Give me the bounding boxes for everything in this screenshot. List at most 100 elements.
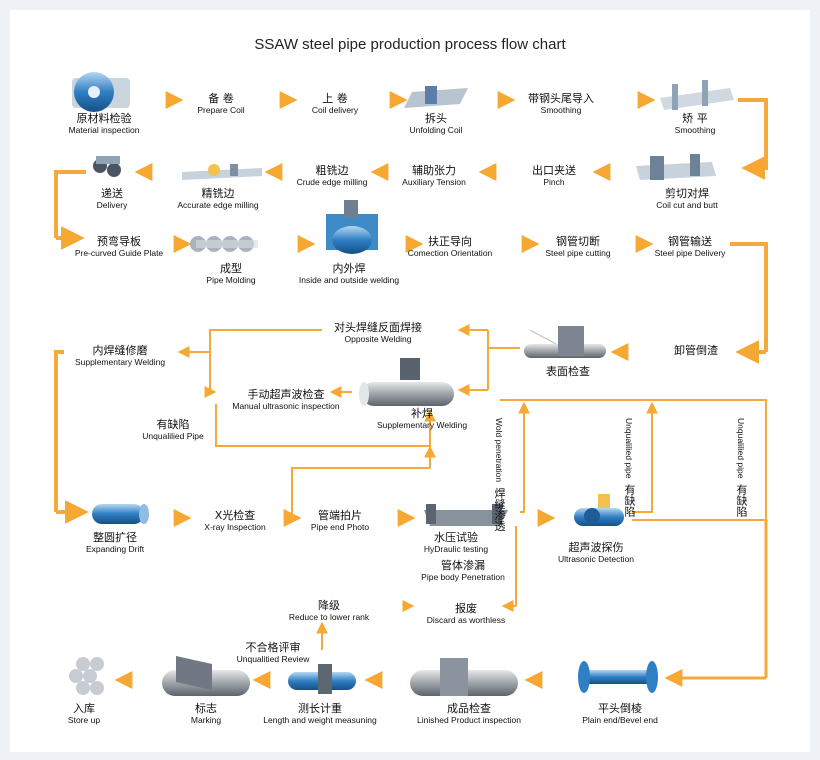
step-defect-mid: Unqualilied pipe 有缺陷 <box>620 418 639 517</box>
step-coil-delivery: 上 卷 Coil delivery <box>297 92 373 115</box>
step-supplementary-welding-left: 内焊缝修磨 Supplementary Welding <box>64 344 176 367</box>
step-en: Pipe Molding <box>206 274 256 285</box>
step-pre-curved: 预弯导板 Pre-curved Guide Plate <box>64 235 174 258</box>
step-pipe-end-photo: 管端拍片 Pipe end Photo <box>300 509 380 532</box>
step-reduce-lower-rank: 降级 Reduce to lower rank <box>274 599 384 622</box>
step-en: Marking <box>190 714 222 725</box>
step-correction-orientation: 扶正导向 Comection Orientation <box>398 235 502 258</box>
welding-machine-icon <box>326 200 378 254</box>
step-en: Linished Product inspection <box>417 714 521 725</box>
step-cn: 上 卷 <box>322 92 348 105</box>
step-marking: 标志 Marking <box>176 702 236 725</box>
step-cn: 降级 <box>318 599 340 612</box>
main-flow-left-2 <box>54 350 64 512</box>
step-length-weight: 测长计重 Length and weight measuning <box>252 702 388 725</box>
step-cn: 管端拍片 <box>318 509 362 522</box>
step-unqualified-pipe: 有缺陷 Unqualilied Pipe <box>130 418 216 441</box>
step-en: Discard as worthless <box>426 614 506 625</box>
step-cn: 报废 <box>455 602 477 615</box>
edge-milling-icon <box>182 164 262 180</box>
step-en: Delivery <box>96 199 128 210</box>
step-cn: 对头焊缝反面焊接 <box>334 321 422 334</box>
main-flow-right-1b <box>741 150 768 180</box>
step-en: Plain end/Bevel end <box>582 714 658 725</box>
step-material-inspection: 原材料检验 Material inspection <box>52 112 156 135</box>
step-en: Unqualilied pipe <box>736 418 746 479</box>
step-en: Accurate edge milling <box>177 199 259 210</box>
bevel-end-icon <box>578 661 658 693</box>
step-prepare-coil: 备 卷 Prepare Coil <box>183 92 259 115</box>
step-expanding-drift: 整圆扩径 Expanding Drift <box>74 531 156 554</box>
step-cn: 手动超声波检查 <box>247 388 325 401</box>
step-ultrasonic-detection: 超声波探伤 Ultrasonic Detection <box>544 541 648 564</box>
step-en: Unqualilied Pipe <box>142 430 204 441</box>
step-unqualified-review: 不合格评审 Unqualitied Review <box>224 641 322 664</box>
step-en: Supplementary Welding <box>376 419 468 430</box>
step-en: Comection Orientation <box>407 247 493 258</box>
step-cn: 成品检查 <box>447 702 491 715</box>
step-cn: 有缺陷 <box>735 483 748 517</box>
step-cn: 备 卷 <box>208 92 234 105</box>
step-cn: 剪切对焊 <box>665 187 709 200</box>
step-smoothing-head: 带钢头尾导入 Smoothing <box>514 92 608 115</box>
smoothing-icon <box>660 80 734 110</box>
step-cn: 辅助张力 <box>412 164 456 177</box>
step-store-up: 入库 Store up <box>58 702 110 725</box>
step-cn: 钢管输送 <box>668 235 712 248</box>
loop-ut-defect <box>632 414 653 513</box>
step-cn: 管体渗漏 <box>441 559 485 572</box>
step-en: Supplementary Welding <box>74 356 166 367</box>
step-cn: 有缺陷 <box>156 418 190 431</box>
step-en: Inside and outside welding <box>298 274 400 285</box>
step-cn: 钢管切断 <box>556 235 600 248</box>
hydraulic-testing-icon <box>424 504 508 526</box>
main-flow-left-1 <box>54 170 86 238</box>
delivery-icon <box>93 156 121 177</box>
step-en: Wold penetration <box>494 418 504 483</box>
step-surface-inspection: 表面检查 <box>536 365 600 379</box>
step-cn: 整圆扩径 <box>93 531 137 544</box>
step-delivery: 递送 Delivery <box>84 187 140 210</box>
step-smoothing: 矫 平 Smoothing <box>660 112 730 135</box>
step-opposite-welding: 对头焊缝反面焊接 Opposite Welding <box>322 321 434 344</box>
step-en: Expanding Drift <box>85 543 145 554</box>
store-up-icon <box>69 657 104 695</box>
unfolding-coil-icon <box>404 86 468 108</box>
step-en: Length and weight measuning <box>263 714 377 725</box>
step-en: Pipe end Photo <box>310 521 370 532</box>
step-auxiliary-tension: 辅助张力 Auxiliary Tension <box>392 164 476 187</box>
step-en: Unqualitied Review <box>236 653 310 664</box>
step-en: Store up <box>67 714 101 725</box>
step-cn: 测长计重 <box>298 702 342 715</box>
step-cn: 卸管倒渣 <box>674 344 718 357</box>
loop-opposite-left <box>209 329 322 352</box>
loop-surface <box>487 330 520 349</box>
step-cn: 拆头 <box>425 112 447 125</box>
step-cn: 焊缝渗透 <box>493 487 506 532</box>
expanding-drift-icon <box>92 504 149 524</box>
step-cn: 有缺陷 <box>623 483 636 517</box>
length-weight-icon <box>288 664 356 694</box>
step-manual-ut: 手动超声波检查 Manual ultrasonic inspection <box>220 388 352 411</box>
chart-title: SSAW steel pipe production process flow … <box>254 36 566 53</box>
finished-inspection-icon <box>410 658 518 696</box>
step-en: X-ray Inspection <box>204 521 266 532</box>
material-coil-icon <box>72 72 130 112</box>
step-en: Coil cut and butt <box>656 199 718 210</box>
step-en: Pinch <box>543 176 565 187</box>
step-cn: 超声波探伤 <box>568 541 624 554</box>
step-en: Smoothing <box>674 124 716 135</box>
step-en: Steel pipe Delivery <box>654 247 726 258</box>
step-en: Smoothing <box>540 104 582 115</box>
step-cn: 粗铣边 <box>315 164 349 177</box>
step-cn: 原材料检验 <box>76 112 132 125</box>
loop-weld-pen <box>520 414 525 513</box>
step-en: Prepare Coil <box>197 104 245 115</box>
step-plain-bevel-end: 平头倒棱 Plain end/Bevel end <box>572 702 668 725</box>
marking-icon <box>162 656 250 696</box>
step-cn: 内焊缝修磨 <box>92 344 148 357</box>
step-defect-right: Unqualilied pipe 有缺陷 <box>732 418 751 517</box>
step-en: Coil delivery <box>311 104 359 115</box>
step-coil-cut-butt: 剪切对焊 Coil cut and butt <box>642 187 732 210</box>
